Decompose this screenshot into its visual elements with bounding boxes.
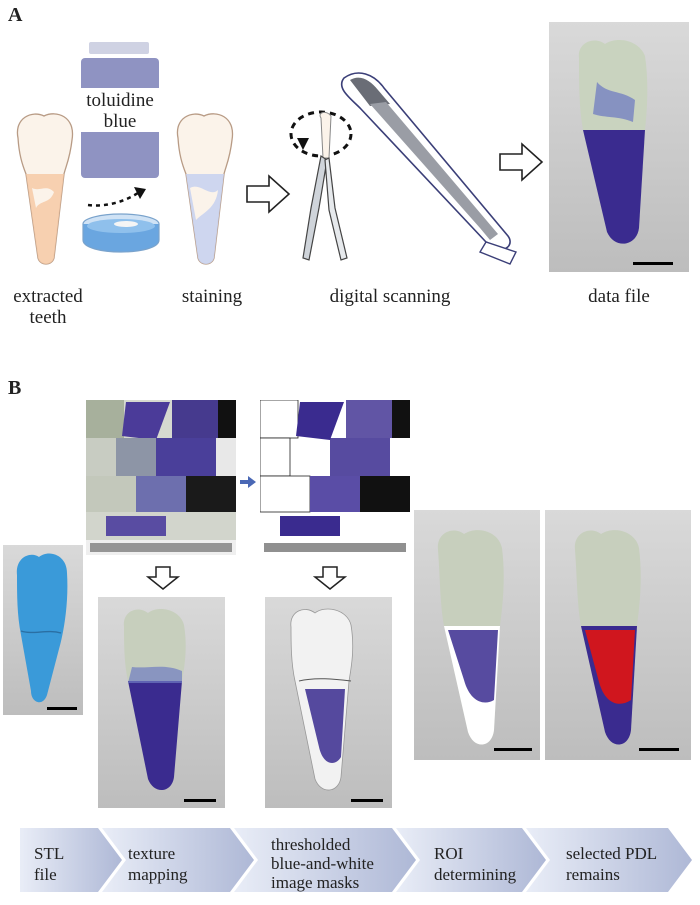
workflow-step-1-line1: STL (34, 844, 65, 863)
reagent-label-line1: toluidine (86, 90, 154, 111)
workflow-step-5-line1: selected PDL (566, 844, 658, 863)
dashed-arrow-icon (87, 187, 146, 207)
reagent-label-line2: blue (103, 111, 137, 132)
label-extracted-teeth-line1: extracted (13, 286, 83, 307)
texture-collage-mask (260, 400, 410, 555)
panel-b-letter: B (8, 377, 22, 399)
data-file-photo (549, 22, 689, 272)
texture-collage-color (86, 400, 236, 555)
bottle-cap (89, 42, 149, 54)
bottle-label-band (81, 88, 159, 132)
scale-bar (633, 262, 673, 265)
petri-dish-illustration (82, 213, 160, 253)
down-arrow-icon (313, 566, 347, 590)
texture-mapped-tooth-photo (98, 597, 225, 808)
process-arrow-icon (499, 142, 544, 182)
workflow-step-4-line1: ROI (434, 844, 464, 863)
label-data-file: data file (588, 286, 650, 307)
roi-determining-photo (414, 510, 540, 760)
extracted-tooth-illustration (16, 113, 74, 265)
scale-bar (494, 748, 532, 751)
workflow-step-2-line2: mapping (128, 865, 188, 884)
label-staining: staining (181, 286, 243, 307)
stl-model-photo (3, 545, 83, 715)
workflow-step-3-line1: thresholded (271, 835, 351, 854)
workflow-step-3-line3: image masks (271, 873, 360, 892)
selected-pdl-photo (545, 510, 691, 760)
down-arrow-icon (146, 566, 180, 590)
workflow-chevron-bar (20, 828, 692, 892)
workflow-step-2-line1: texture (128, 844, 176, 863)
scale-bar (184, 799, 216, 802)
label-digital-scanning: digital scanning (329, 286, 451, 307)
workflow-step-5-line2: remains (566, 865, 620, 884)
scale-bar (639, 748, 679, 751)
small-arrow-icon (240, 476, 256, 488)
workflow-step-1-line2: file (34, 865, 57, 884)
scale-bar (47, 707, 77, 710)
workflow-step-shape (526, 828, 692, 892)
stained-tooth-illustration (176, 113, 234, 265)
workflow-step-shape (396, 828, 546, 892)
workflow-step-shape (234, 828, 416, 892)
process-arrow-icon (246, 174, 291, 214)
scale-bar (351, 799, 383, 802)
panel-a-letter: A (8, 4, 23, 26)
workflow-step-shape (102, 828, 254, 892)
intraoral-scanner-illustration (340, 72, 517, 265)
workflow-step-4-line2: determining (434, 865, 517, 884)
forceps-rotation-illustration (289, 110, 353, 261)
workflow-step-3-line2: blue-and-white (271, 854, 374, 873)
label-extracted-teeth-line2: teeth (29, 307, 67, 328)
workflow-step-shape (20, 828, 122, 892)
thresholded-tooth-photo (265, 597, 392, 808)
